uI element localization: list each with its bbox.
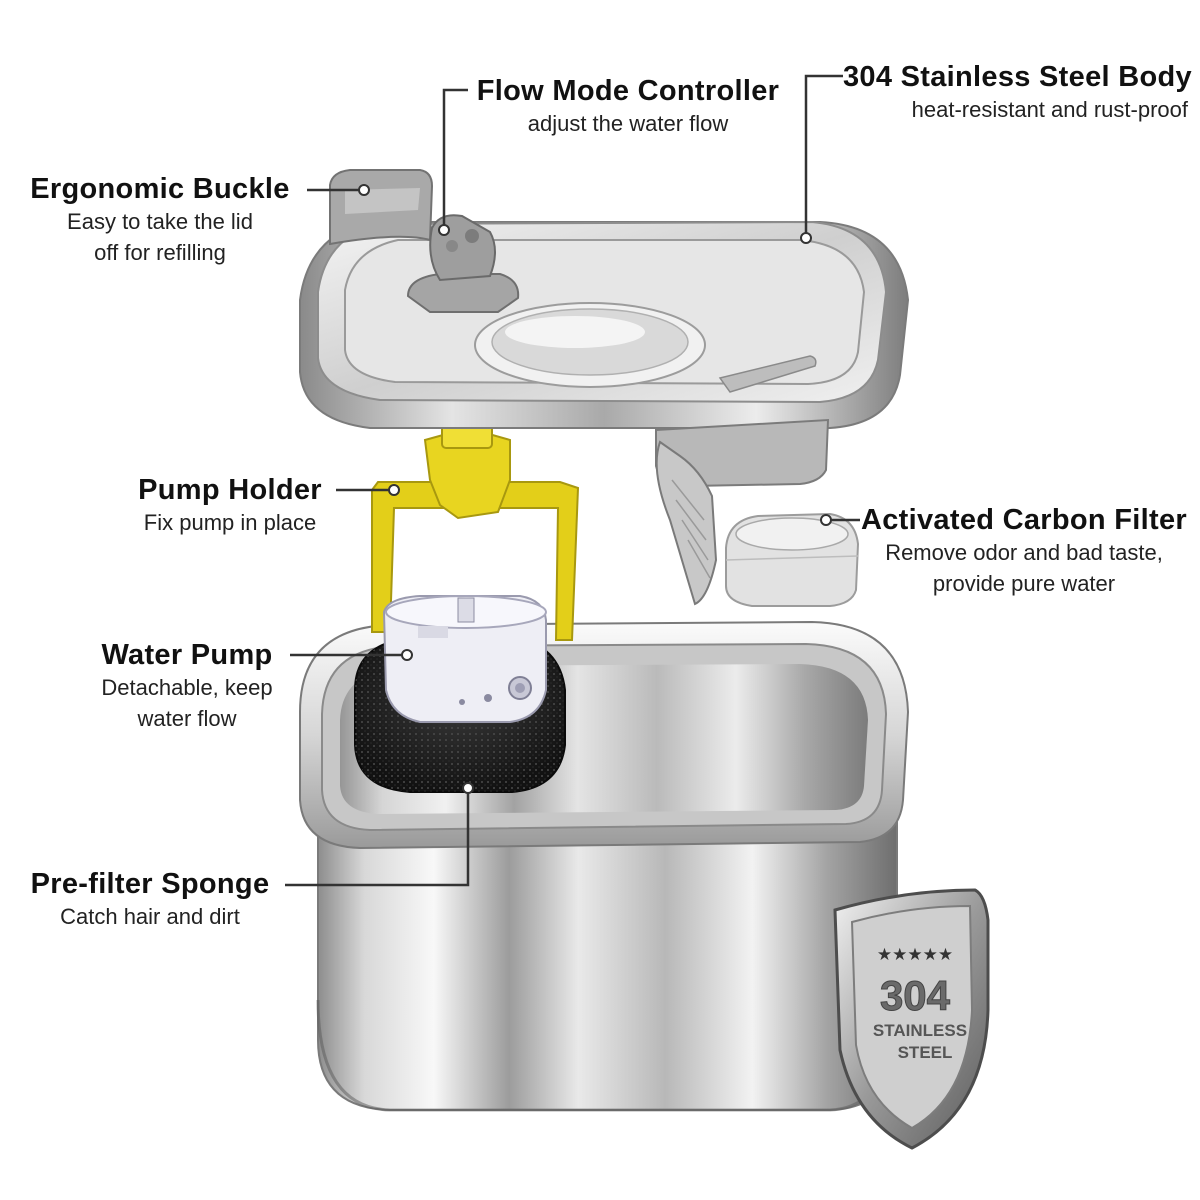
- carbon-filter-desc-2: provide pure water: [932, 571, 1116, 596]
- badge-line2: STEEL: [898, 1043, 953, 1062]
- sponge-leader: [285, 790, 470, 887]
- ergonomic-buckle-part: [329, 169, 434, 246]
- flow-mode-leader: [442, 88, 468, 230]
- steel-body-desc: heat-resistant and rust-proof: [911, 97, 1188, 122]
- carbon-filter-title: Activated Carbon Filter: [861, 504, 1187, 536]
- water-pump-desc-1: Detachable, keep: [101, 675, 273, 700]
- pump-holder-title: Pump Holder: [138, 474, 322, 506]
- pump-holder-callout: Pump Holder Fix pump in place: [120, 473, 340, 538]
- buckle-desc-2: off for refilling: [94, 240, 226, 265]
- badge-line1: STAINLESS: [873, 1021, 967, 1040]
- sponge-callout: Pre-filter Sponge Catch hair and dirt: [14, 867, 286, 932]
- buckle-title: Ergonomic Buckle: [30, 173, 290, 205]
- flow-mode-desc: adjust the water flow: [527, 111, 729, 136]
- flow-mode-callout: Flow Mode Controller adjust the water fl…: [470, 74, 786, 139]
- callout-dots: [358, 184, 832, 794]
- callout-lines: [285, 74, 860, 887]
- buckle-desc-1: Easy to take the lid: [67, 209, 253, 234]
- steel-body-title: 304 Stainless Steel Body: [843, 61, 1192, 93]
- water-pump-desc-2: water flow: [137, 706, 237, 731]
- carbon-filter-callout: Activated Carbon Filter Remove odor and …: [860, 503, 1188, 599]
- pump-holder-desc: Fix pump in place: [143, 510, 317, 535]
- sponge-title: Pre-filter Sponge: [30, 868, 270, 900]
- lid-underside-parts: [655, 418, 830, 606]
- badge-stars: ★★★★★: [877, 945, 953, 965]
- pump-holder-part: [371, 423, 580, 641]
- water-pump-title: Water Pump: [101, 639, 273, 671]
- flow-mode-title: Flow Mode Controller: [476, 75, 780, 107]
- stainless-steel-badge: ★★★★★ 304 STAINLESS STEEL: [833, 888, 990, 1150]
- steel-body-callout: 304 Stainless Steel Body heat-resistant …: [843, 60, 1192, 125]
- activated-carbon-filter-part: [725, 512, 860, 607]
- water-pump-callout: Water Pump Detachable, keep water flow: [84, 638, 290, 734]
- sponge-desc: Catch hair and dirt: [60, 904, 240, 929]
- badge-number: 304: [880, 972, 951, 1019]
- steel-lid-part: [299, 220, 910, 429]
- carbon-filter-desc-1: Remove odor and bad taste,: [885, 540, 1163, 565]
- buckle-callout: Ergonomic Buckle Easy to take the lid of…: [14, 172, 306, 268]
- steel-body-leader: [804, 74, 843, 236]
- water-pump-part: [382, 595, 547, 723]
